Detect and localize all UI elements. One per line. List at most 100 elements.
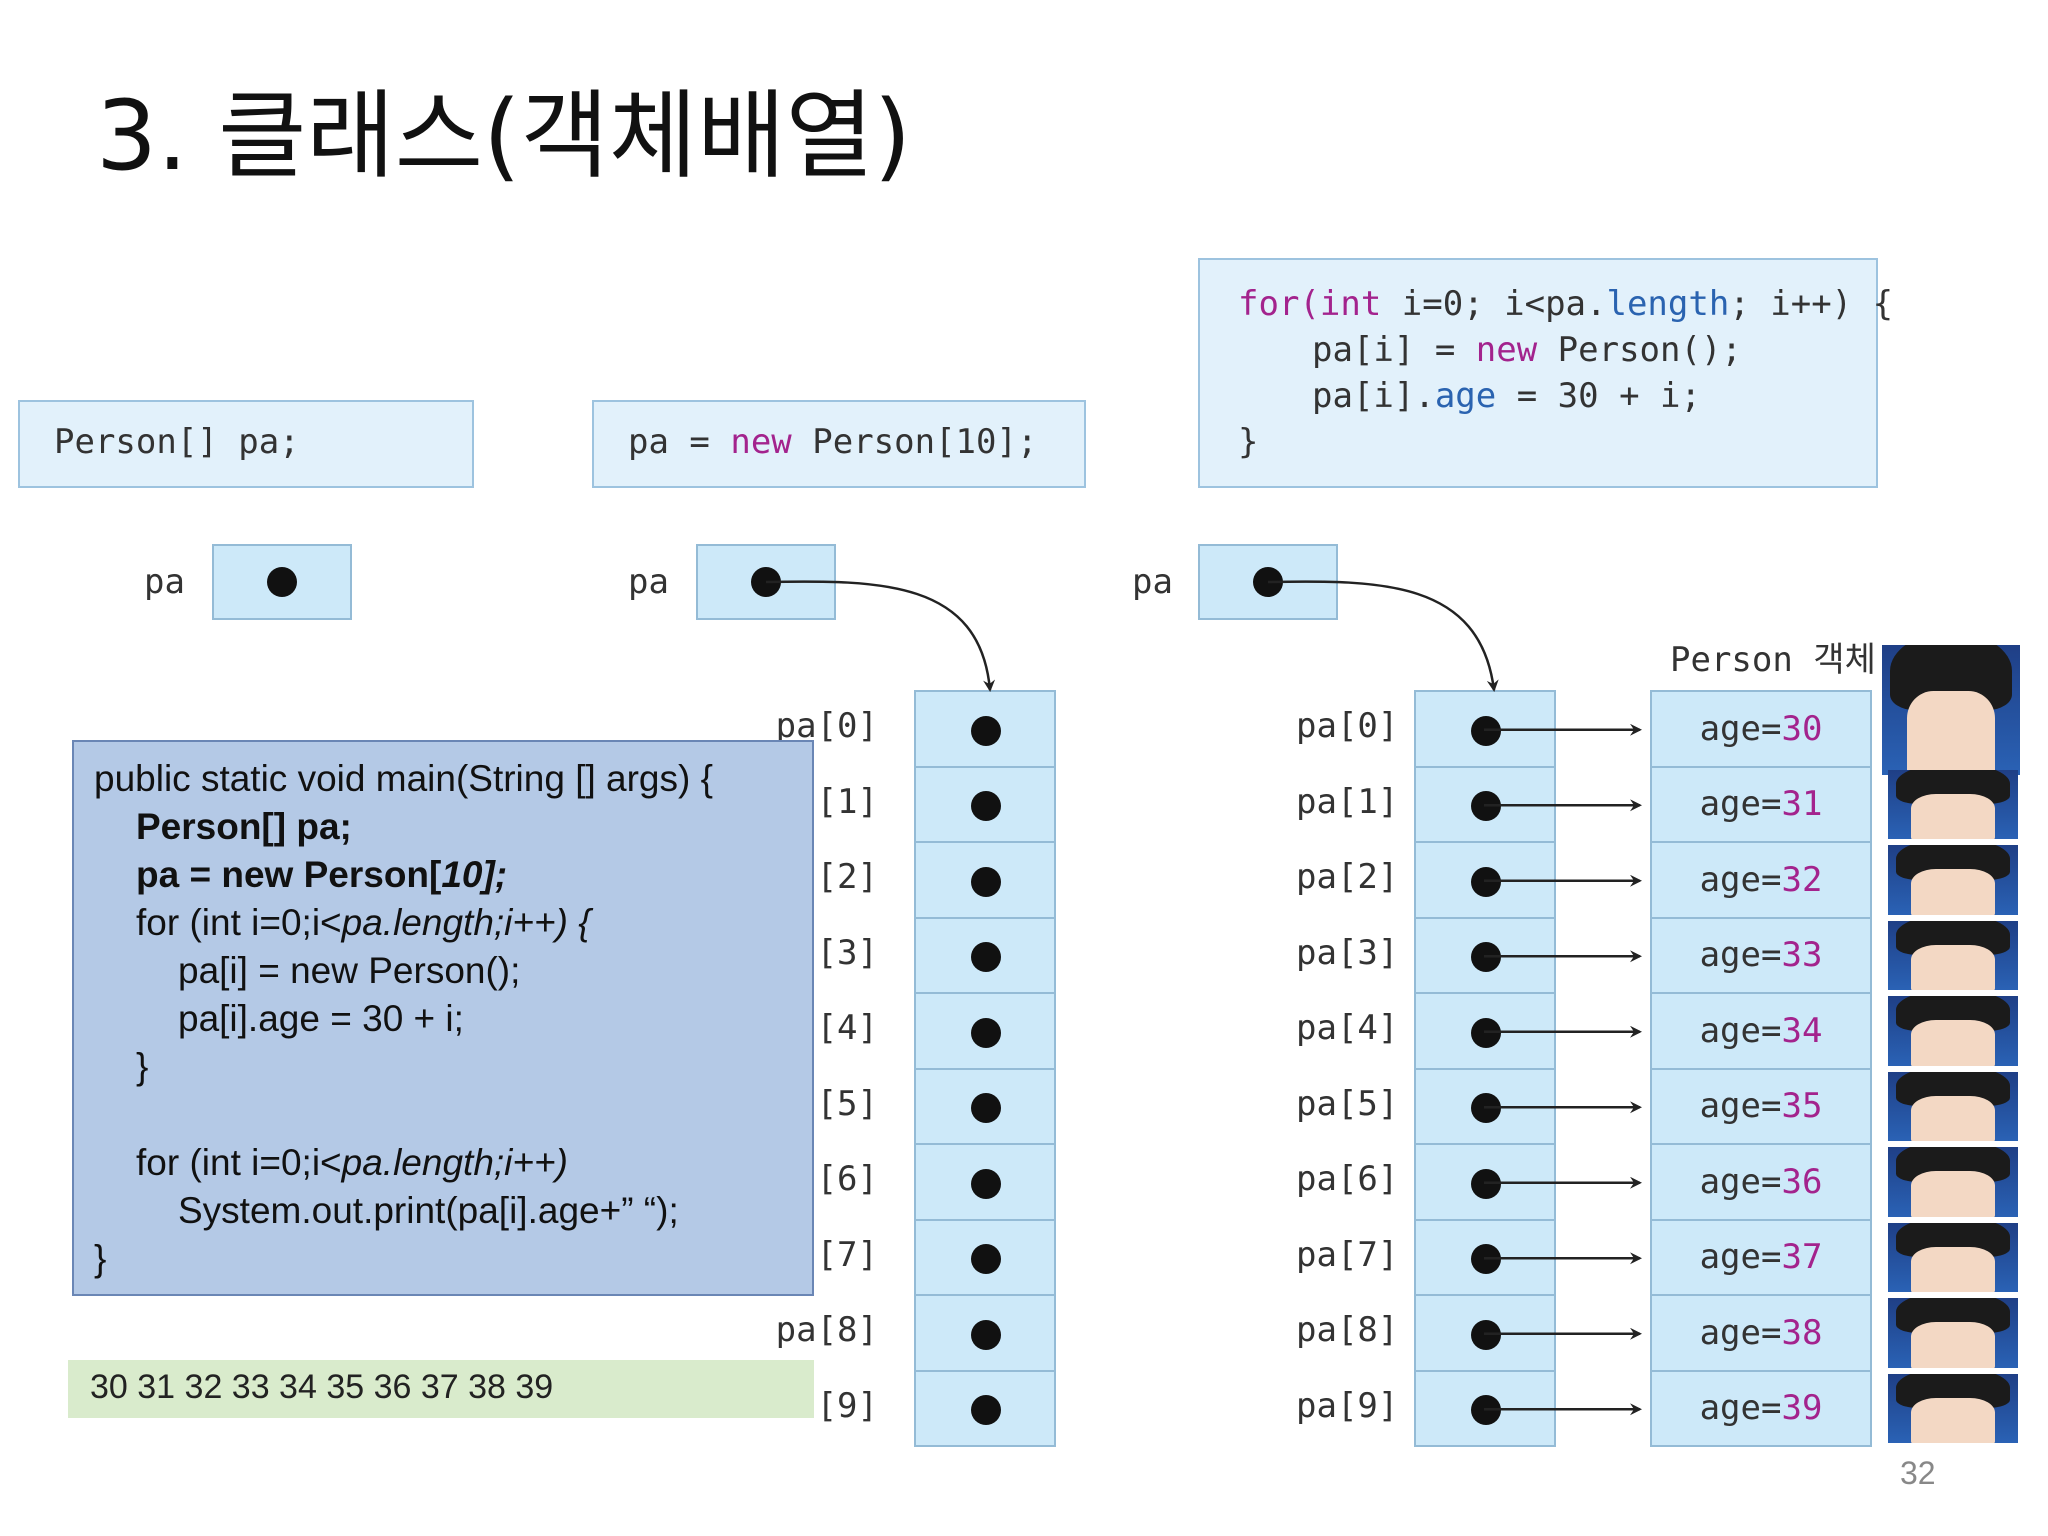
age-prefix: age=	[1699, 1086, 1782, 1127]
face-icon	[1888, 769, 2018, 839]
panel1-code: Person[] pa;	[54, 422, 300, 462]
panel2-array-cell	[914, 690, 1056, 768]
panel2-cell-dot	[971, 1244, 1001, 1275]
panel2-code-box: pa = new Person[10];	[592, 400, 1086, 488]
panel2-index-label: pa[8]	[775, 1310, 878, 1350]
age-value: 33	[1781, 935, 1823, 976]
main-code-line8: for (int i=0;i<pa.length;i++)	[136, 1142, 568, 1183]
panel2-array-cell	[914, 916, 1056, 994]
panel2-cell-dot	[971, 942, 1001, 973]
panel2-cell-dot	[971, 791, 1001, 822]
age-prefix: age=	[1699, 935, 1782, 976]
face-icon	[1888, 1298, 2018, 1368]
slide-title: 3. 클래스(객체배열)	[96, 80, 912, 192]
object-arrows	[1484, 723, 1642, 1416]
panel1-ref-dot	[267, 567, 297, 597]
main-code-line4: for (int i=0;i<pa.length;i++) {	[136, 902, 591, 943]
panel1-code-box: Person[] pa;	[18, 400, 474, 488]
panel3-code-line3: pa[i].age = 30 + i;	[1312, 376, 1701, 416]
face-icon	[1888, 1373, 2018, 1443]
panel3-index-label: pa[0]	[1296, 706, 1399, 746]
age-value: 34	[1781, 1010, 1823, 1051]
face-icon	[1882, 645, 2020, 775]
person-object-cell: age=35	[1650, 1067, 1872, 1145]
main-code-box: public static void main(String [] args) …	[72, 740, 814, 1296]
main-code-line5: pa[i] = new Person();	[178, 950, 521, 991]
panel2-array-cell	[914, 992, 1056, 1070]
page-number: 32	[1900, 1455, 1936, 1491]
person-object-cell: age=36	[1650, 1143, 1872, 1221]
panel2-array-cell	[914, 1067, 1056, 1145]
age-prefix: age=	[1699, 1010, 1782, 1051]
age-value: 35	[1781, 1086, 1823, 1127]
panel2-cell-dot	[971, 1395, 1001, 1426]
person-object-cell: age=30	[1650, 690, 1872, 768]
panel2-array-cell	[914, 1218, 1056, 1296]
age-value: 31	[1781, 784, 1823, 825]
person-object-cell: age=32	[1650, 841, 1872, 919]
age-value: 38	[1781, 1312, 1823, 1353]
person-object-cell: age=31	[1650, 765, 1872, 843]
panel3-index-label: pa[7]	[1296, 1234, 1399, 1275]
panel3-code-line1: for(int i=0; i<pa.length; i++) {	[1238, 284, 1894, 324]
face-icon	[1888, 1222, 2018, 1292]
panel2-array-cell	[914, 1143, 1056, 1221]
panel2-cell-dot	[971, 1168, 1001, 1199]
face-icon	[1888, 996, 2018, 1066]
age-prefix: age=	[1699, 1161, 1782, 1202]
panel2-array-cell	[914, 765, 1056, 843]
panel3-pointer-arrow	[1267, 580, 1499, 692]
panel2-cell-dot	[971, 1017, 1001, 1048]
panel2-index-label: pa[0]	[775, 706, 878, 746]
face-icon	[1888, 845, 2018, 915]
panel3-index-label: pa[3]	[1296, 932, 1399, 973]
age-prefix: age=	[1699, 1388, 1782, 1429]
person-object-cell: age=37	[1650, 1218, 1872, 1296]
person-object-header: Person 객체	[1670, 640, 1876, 680]
age-value: 39	[1781, 1388, 1823, 1429]
age-value: 36	[1781, 1161, 1823, 1202]
panel2-cell-dot	[971, 866, 1001, 897]
panel2-array-cell	[914, 841, 1056, 919]
panel3-index-label: pa[8]	[1296, 1310, 1399, 1350]
panel3-index-label: pa[1]	[1296, 781, 1399, 822]
panel2-array-cell	[914, 1369, 1056, 1447]
main-code-line7: }	[136, 1046, 149, 1087]
panel3-index-label: pa[6]	[1296, 1159, 1399, 1199]
main-code-line6: pa[i].age = 30 + i;	[178, 998, 464, 1039]
output-box: 30 31 32 33 34 35 36 37 38 39	[68, 1360, 814, 1418]
panel3-index-label: pa[2]	[1296, 857, 1399, 897]
age-prefix: age=	[1699, 708, 1782, 749]
main-code-line10: }	[94, 1238, 107, 1279]
panel2-pointer-arrow	[765, 580, 996, 692]
panel2-var-label: pa	[628, 562, 669, 602]
age-value: 37	[1781, 1237, 1823, 1278]
age-prefix: age=	[1699, 1237, 1782, 1278]
age-prefix: age=	[1699, 784, 1782, 825]
panel2-cell-dot	[971, 715, 1001, 746]
person-object-cell: age=39	[1650, 1369, 1872, 1447]
face-icon	[1888, 1147, 2018, 1217]
panel3-code-line4: }	[1238, 422, 1259, 462]
face-icon	[1888, 1071, 2018, 1141]
main-code-line1: public static void main(String [] args) …	[94, 758, 713, 799]
age-value: 32	[1781, 859, 1823, 900]
panel3-index-label: pa[5]	[1296, 1083, 1399, 1124]
panel3-index-label: pa[4]	[1296, 1008, 1399, 1048]
person-object-cell: age=34	[1650, 992, 1872, 1070]
main-code-line9: System.out.print(pa[i].age+” “);	[178, 1190, 679, 1231]
age-prefix: age=	[1699, 859, 1782, 900]
panel1-var-label: pa	[144, 562, 185, 602]
main-code-line3: pa = new Person[10];	[136, 854, 508, 895]
age-prefix: age=	[1699, 1312, 1782, 1353]
panel3-code-line2: pa[i] = new Person();	[1312, 330, 1742, 370]
panel2-cell-dot	[971, 1319, 1001, 1350]
output-text: 30 31 32 33 34 35 36 37 38 39	[90, 1368, 554, 1406]
panel3-code-box: for(int i=0; i<pa.length; i++) { pa[i] =…	[1198, 258, 1893, 488]
age-value: 30	[1781, 708, 1823, 749]
face-icon	[1888, 920, 2018, 990]
panel3-var-label: pa	[1132, 562, 1173, 602]
panel2-cell-dot	[971, 1093, 1001, 1124]
panel2-code: pa = new Person[10];	[628, 422, 1038, 462]
